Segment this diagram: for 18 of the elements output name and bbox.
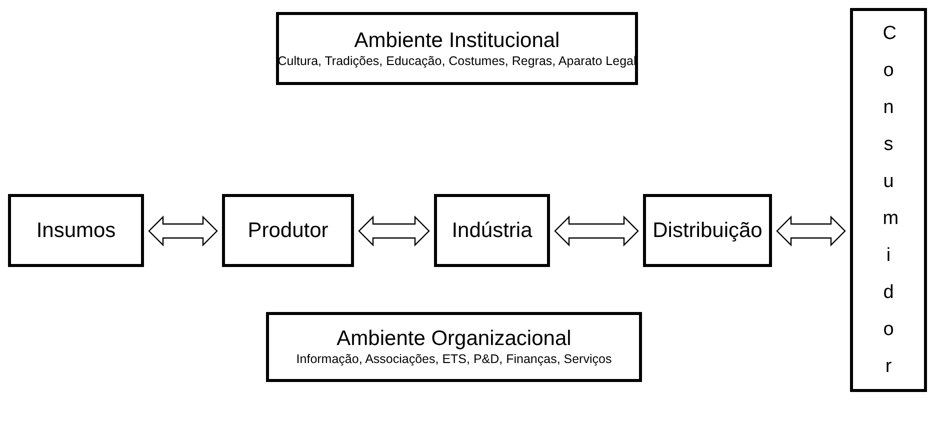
environment-box: [276, 12, 638, 85]
box-title: Ambiente Organizacional: [336, 326, 572, 352]
node-label: Indústria: [452, 218, 532, 244]
box-title: Ambiente Institucional: [354, 28, 560, 53]
stage-box: [222, 194, 354, 267]
double-block-arrow: [358, 216, 430, 246]
node-label: Distribuição: [652, 218, 762, 244]
double-block-arrow: [554, 216, 639, 246]
stage-box: [434, 194, 550, 267]
stage-box: [8, 194, 144, 267]
environment-box: [266, 312, 642, 382]
double-block-arrow: [776, 216, 846, 246]
box-description: Informação, Associações, ETS, P&D, Finanças, Serviços: [296, 351, 612, 368]
stage-box: [850, 8, 927, 392]
stage-box: [643, 194, 772, 267]
node-label: Produtor: [248, 218, 328, 244]
double-block-arrow: [148, 216, 218, 246]
node-label: Insumos: [36, 218, 116, 244]
